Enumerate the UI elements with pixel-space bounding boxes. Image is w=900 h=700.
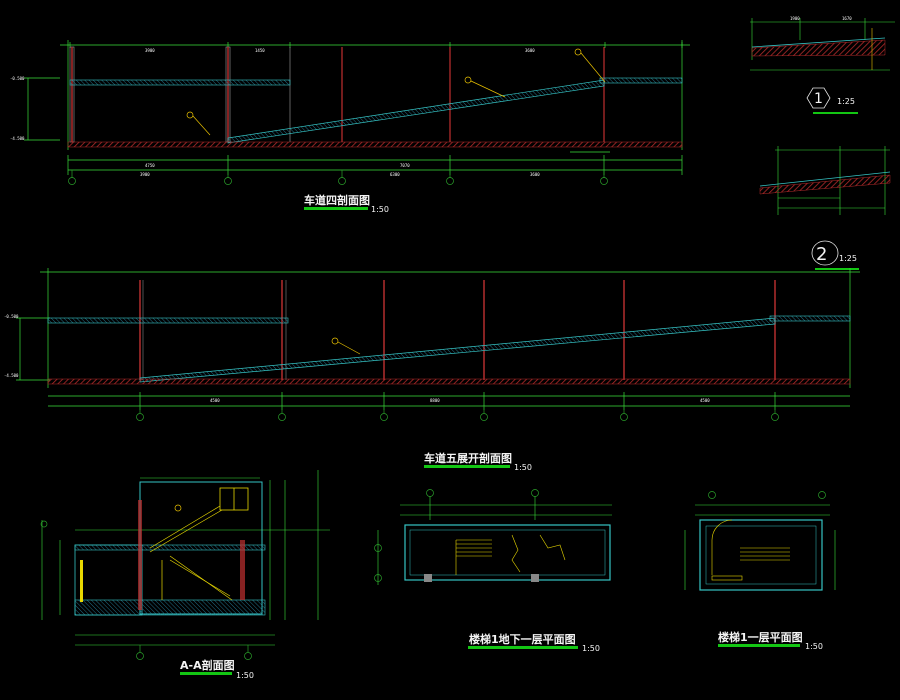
svg-text:7070: 7070 <box>400 163 410 168</box>
detail-1-scale: 1:25 <box>837 97 855 106</box>
svg-text:1450: 1450 <box>255 48 265 53</box>
aa-stair-flights <box>149 505 233 601</box>
section4-columns <box>69 46 605 143</box>
b1-stair-treads <box>455 534 566 575</box>
section4-top-dimensions <box>24 40 690 150</box>
stair1F-scale: 1:50 <box>805 642 823 651</box>
1f-stair-treads <box>711 519 790 581</box>
sectionAA-scale: 1:50 <box>236 671 254 680</box>
svg-text:4500: 4500 <box>700 398 710 403</box>
detail-2-scale: 1:25 <box>839 254 857 263</box>
stair1F-title: 楼梯1一层平面图 <box>718 630 803 644</box>
detail-1-number: 1 <box>814 91 823 107</box>
section4-scale: 1:50 <box>371 205 389 214</box>
section5-top-slab-left <box>47 317 289 324</box>
section4-bottom-dimensions <box>67 151 683 175</box>
svg-text:-4.500: -4.500 <box>10 136 25 141</box>
svg-text:-0.500: -0.500 <box>10 76 25 81</box>
section5-dimension-labels: 4500 8800 4500 -0.500 -4.500 <box>4 314 710 403</box>
svg-text:3600: 3600 <box>525 48 535 53</box>
svg-text:1670: 1670 <box>842 16 852 21</box>
svg-text:8800: 8800 <box>430 398 440 403</box>
section5-title: 车道五展开剖面图 <box>424 451 512 465</box>
detail-2-number: 2 <box>816 244 827 265</box>
detail-2-drawing: 2 1:25 <box>759 146 891 270</box>
section5-ground-hatch <box>47 378 851 385</box>
section4-ramp-slab <box>227 79 605 144</box>
section5-ramp-slab <box>139 317 776 383</box>
svg-text:3900: 3900 <box>145 48 155 53</box>
section5-top-slab-right <box>769 315 851 322</box>
section4-title: 车道四剖面图 <box>304 193 370 207</box>
section5-axis-bubbles <box>136 406 779 421</box>
section5-scale: 1:50 <box>514 463 532 472</box>
stair-1f-plan-drawing: 楼梯1一层平面图 1:50 <box>684 491 836 651</box>
svg-text:4750: 4750 <box>145 163 155 168</box>
svg-text:-4.500: -4.500 <box>4 373 19 378</box>
stairB1-scale: 1:50 <box>582 644 600 653</box>
section4-leaders <box>186 48 606 136</box>
section5-dimensions <box>16 268 860 410</box>
ramp-section-4-drawing: 3900 1450 3600 4750 7070 3900 6300 3600 … <box>10 40 690 214</box>
svg-text:1900: 1900 <box>790 16 800 21</box>
svg-text:3900: 3900 <box>140 172 150 177</box>
detail-1-drawing: 1 1:25 1900 1670 <box>750 16 895 114</box>
sectionAA-title: A-A剖面图 <box>180 658 235 672</box>
ramp-section-5-drawing: 4500 8800 4500 -0.500 -4.500 车道五展开剖面图 1:… <box>4 268 860 472</box>
svg-text:3600: 3600 <box>530 172 540 177</box>
section4-dimension-labels: 3900 1450 3600 4750 7070 3900 6300 3600 … <box>10 48 540 177</box>
stair-b1-plan-drawing: 楼梯1地下一层平面图 1:50 <box>374 489 612 653</box>
section5-title-underline <box>424 465 510 468</box>
stairB1-title-underline <box>468 646 578 649</box>
svg-text:-0.500: -0.500 <box>4 314 19 319</box>
section4-ground-hatch <box>67 141 683 148</box>
svg-text:6300: 6300 <box>390 172 400 177</box>
section4-axis-bubbles <box>68 170 608 185</box>
stair-section-aa-drawing: A-A剖面图 1:50 <box>40 470 330 680</box>
sectionAA-title-underline <box>180 672 232 675</box>
section5-columns <box>139 280 776 380</box>
stair1F-title-underline <box>718 644 800 647</box>
stairB1-title: 楼梯1地下一层平面图 <box>469 632 576 646</box>
svg-text:4500: 4500 <box>210 398 220 403</box>
detail-1-symbol <box>806 87 831 109</box>
detail-2-symbol <box>811 240 839 266</box>
section4-title-underline <box>304 207 368 210</box>
section5-leader <box>331 337 361 355</box>
